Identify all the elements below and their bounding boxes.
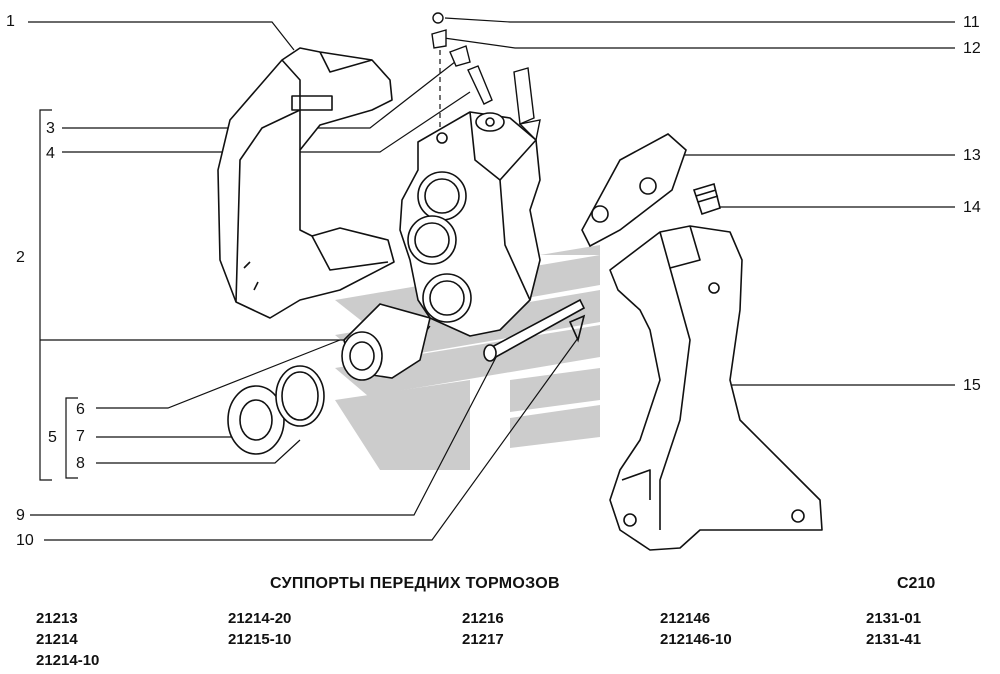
model-list-item: 21214-10 [36, 652, 100, 669]
model-list-item: 212146-10 [660, 631, 732, 648]
diagram-title: СУППОРТЫ ПЕРЕДНИХ ТОРМОЗОВ [270, 575, 560, 592]
leader-4 [62, 91, 471, 153]
callout-12: 12 [963, 40, 981, 57]
callout-3: 3 [46, 120, 55, 137]
part-caliper-support [609, 225, 823, 551]
model-list-item: 2131-41 [866, 631, 922, 648]
bracket-2 [39, 109, 52, 481]
callout-10: 10 [16, 532, 34, 549]
part-plate-spring [581, 133, 721, 248]
part-brake-pad [217, 47, 395, 319]
callout-14: 14 [963, 199, 981, 216]
part-piston [341, 303, 431, 381]
part-seals [227, 365, 325, 455]
model-list-item: 2131-01 [866, 610, 922, 627]
part-bleed-fittings [431, 12, 541, 142]
part-caliper-body [399, 111, 541, 337]
leader-1 [28, 21, 295, 51]
brackets [39, 109, 78, 481]
callout-15: 15 [963, 377, 981, 394]
leader-3 [62, 57, 461, 129]
model-list-item: 21217 [462, 631, 504, 648]
callout-8: 8 [76, 455, 85, 472]
callout-1: 1 [6, 13, 15, 30]
bracket-5 [65, 397, 78, 479]
leader-10 [44, 337, 579, 541]
model-list-item: 21215-10 [228, 631, 292, 648]
callout-5: 5 [48, 429, 57, 446]
leader-6 [96, 339, 341, 409]
callout-11: 11 [963, 14, 980, 31]
callout-4: 4 [46, 145, 55, 162]
model-list-item: 21213 [36, 610, 78, 627]
model-list-item: 212146 [660, 610, 711, 627]
model-list-item: 21214-20 [228, 610, 292, 627]
callout-7: 7 [76, 428, 85, 445]
callout-13: 13 [963, 147, 981, 164]
model-list-item: 21214 [36, 631, 78, 648]
diagram-code: C210 [897, 575, 936, 592]
callout-2: 2 [16, 249, 25, 266]
part-guide-pin [483, 298, 586, 362]
model-list-item: 21216 [462, 610, 504, 627]
leader-12 [443, 37, 955, 49]
leader-11 [444, 17, 955, 23]
leader-9 [30, 339, 506, 516]
leader-8 [96, 439, 301, 464]
callout-9: 9 [16, 507, 25, 524]
callout-6: 6 [76, 401, 85, 418]
